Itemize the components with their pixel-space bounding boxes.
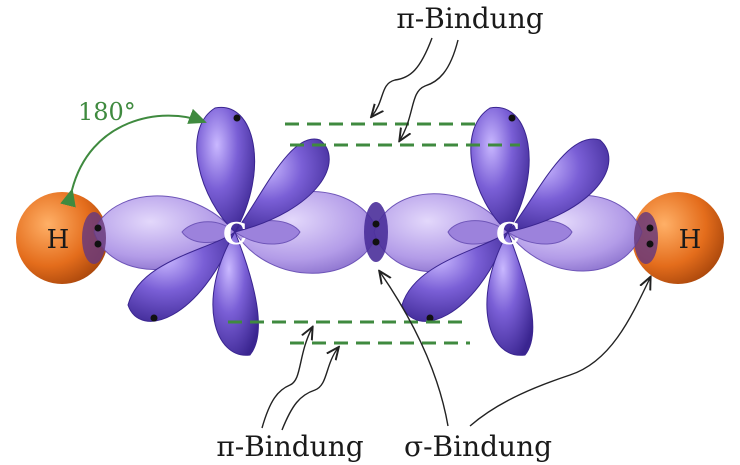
pi-bond-dashes	[228, 122, 520, 345]
p-orbitals-right-carbon	[401, 106, 610, 356]
carbon-left-symbol: C	[223, 217, 247, 252]
annotation-arrows	[261, 37, 650, 431]
sigma-overlap-regions	[82, 202, 658, 264]
hydrogen-left	[16, 192, 108, 284]
pi-bond-label-bottom: π-Bindung	[216, 430, 363, 463]
hydrogen-left-symbol: H	[47, 225, 70, 255]
hydrogen-right-symbol: H	[679, 225, 702, 255]
sigma-bond-label: σ-Bindung	[404, 430, 552, 463]
angle-label: 180°	[78, 98, 136, 126]
angle-arc	[60, 108, 207, 208]
carbon-right-symbol: C	[496, 217, 520, 252]
p-orbitals-left-carbon	[127, 106, 330, 356]
hydrogen-right	[632, 192, 724, 284]
pi-bond-label-top: π-Bindung	[396, 2, 543, 35]
electron-dots	[94, 114, 654, 322]
